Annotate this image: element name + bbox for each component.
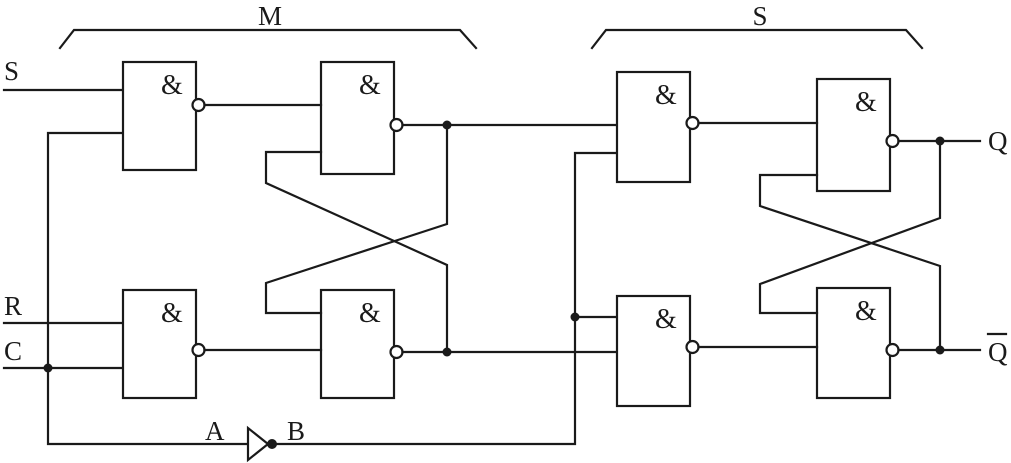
output-q-bar-label: Q [988,337,1008,367]
slave-gate-s-bubble [685,115,700,131]
wire-clock-to-inverter [46,366,250,446]
master-label: M [258,1,282,31]
master-gate-s-symbol: & [161,70,183,101]
master-crossfeed-1 [264,123,449,315]
slave-gate-r [615,294,692,408]
slave-crossfeed-1 [758,139,942,315]
slave-latch-top-gate [815,77,892,193]
master-latch-bottom-symbol: & [359,298,381,329]
slave-latch-bottom-gate [815,286,892,400]
master-gate-r-bubble [191,342,206,358]
wire-clock-to-g1 [46,131,125,370]
node-b-label: B [287,416,305,446]
inverted-clock-junction-dot [570,312,580,322]
input-r-label: R [4,291,22,321]
master-gate-r-symbol: & [161,298,183,329]
inverter [246,425,270,463]
node-a-label: A [205,416,225,446]
slave-gate-s-symbol: & [655,80,677,111]
master-latch-top-bubble [389,117,404,133]
wire-inverted-clock [270,151,619,446]
slave-latch-top-symbol: & [855,87,877,118]
slave-latch-top-bubble [885,133,900,149]
master-latch-top-symbol: & [359,70,381,101]
slave-latch-bottom-symbol: & [855,296,877,327]
master-brace [58,28,478,50]
master-latch-bottom-bubble [389,344,404,360]
master-latch-top-gate [319,60,396,176]
input-s-label: S [4,56,19,86]
master-gate-s [121,60,198,172]
slave-brace [590,28,924,50]
input-c-label: C [4,336,22,366]
master-crossfeed-2 [264,150,449,354]
slave-gate-r-symbol: & [655,304,677,335]
output-q-label: Q [988,126,1008,156]
clock-junction-dot [43,363,53,373]
slave-latch-bottom-bubble [885,342,900,358]
master-gate-s-bubble [191,97,206,113]
master-latch-bottom-gate [319,288,396,400]
slave-gate-r-bubble [685,339,700,355]
slave-label: S [752,1,767,31]
slave-crossfeed-2 [758,173,942,352]
slave-gate-s [615,70,692,184]
master-gate-r [121,288,198,400]
